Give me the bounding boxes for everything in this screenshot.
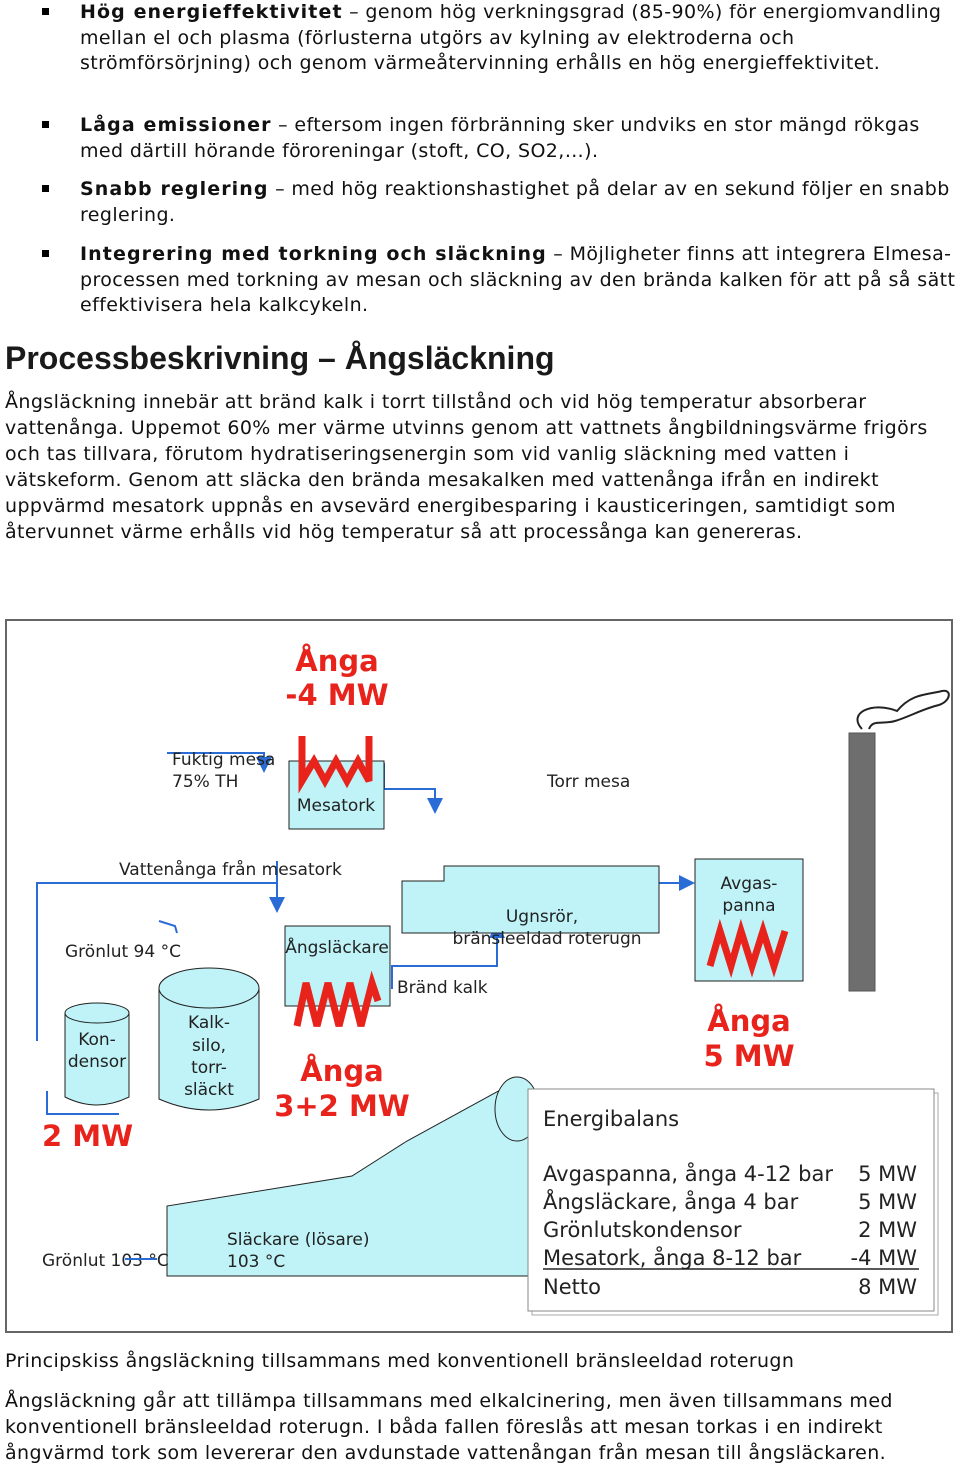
section-heading: Processbeskrivning – Ångsläckning	[5, 340, 555, 376]
kondensor-label-2: densor	[68, 1052, 126, 1072]
energibalans-title: Energibalans	[543, 1107, 679, 1131]
slackare-label: Släckare (lösare)	[227, 1230, 369, 1250]
mesatork-steam-coil	[298, 736, 373, 794]
avgaspanna-label-2: panna	[722, 896, 775, 916]
energibalans-row-label: Avgaspanna, ånga 4-12 bar	[543, 1161, 833, 1186]
steam-label-2: Ånga	[300, 1054, 383, 1088]
angslackare-label: Ångsläckare	[285, 936, 389, 958]
brand-kalk-label: Bränd kalk	[397, 978, 488, 998]
avgaspanna-steam-coil	[706, 918, 789, 979]
bullet-text: – med hög reaktionshastighet på delar av…	[80, 178, 950, 226]
bullet-text: – genom hög verkningsgrad (85-90%) för e…	[80, 1, 942, 74]
energibalans-row-label: Netto	[543, 1275, 601, 1299]
bullet-bold: Integrering med torkning och släckning	[80, 243, 547, 265]
bullet-item-regulation: Snabb reglering – med hög reaktionshasti…	[42, 177, 960, 228]
kondensor-label: Kon-	[78, 1030, 116, 1050]
steam-value-condenser: 2 MW	[42, 1119, 133, 1153]
bullet-marker	[42, 121, 49, 128]
energibalans-row-value: 5 MW	[858, 1190, 917, 1214]
energibalans-row-label: Grönlutskondensor	[543, 1218, 742, 1242]
energibalans-row-label: Mesatork, ånga 8-12 bar	[543, 1245, 802, 1270]
energibalans-box	[527, 1088, 935, 1312]
kalksilo-top	[158, 967, 260, 1009]
ugnsror-label-2: bränsleeldad roterugn	[452, 929, 641, 949]
angslackare-steam-coil	[293, 970, 382, 1027]
bullet-bold: Snabb reglering	[80, 178, 269, 200]
steam-label-1: Ånga	[295, 644, 378, 678]
paragraph-intro: Ångsläckning innebär att bränd kalk i to…	[5, 391, 928, 543]
kalksilo-label-1: Kalk-	[188, 1013, 230, 1033]
energibalans-row-value: 5 MW	[858, 1162, 917, 1186]
bullet-marker	[42, 250, 49, 257]
energibalans-row-value: 8 MW	[858, 1275, 917, 1299]
bullet-item-energy: Hög energieffektivitet – genom hög verkn…	[42, 0, 960, 77]
kondensor-cylinder	[64, 1013, 130, 1106]
bullet-marker	[42, 8, 49, 15]
ugnsror-label: Ugnsrör,	[506, 907, 578, 927]
fuktig-mesa-th: 75% TH	[172, 772, 238, 792]
avgaspanna-label: Avgas-	[721, 874, 778, 894]
kalksilo-label-4: släckt	[184, 1080, 234, 1100]
energibalans-panel: Energibalans Avgaspanna, ånga 4-12 bar 5…	[527, 1088, 939, 1316]
steam-value-3: 5 MW	[703, 1039, 794, 1073]
gronlut-103-label: Grönlut 103 °C	[42, 1251, 169, 1271]
kalksilo-label-2: silo,	[192, 1036, 226, 1056]
bullet-bold: Hög energieffektivitet	[80, 1, 343, 23]
energibalans-row-value: -4 MW	[851, 1246, 918, 1270]
gronlut-94-label: Grönlut 94 °C	[65, 942, 181, 962]
process-diagram: Mesatork Ånga -4 MW Fuktig mesa 75% TH T…	[5, 619, 953, 1333]
bullet-item-emissions: Låga emissioner – eftersom ingen förbrän…	[42, 113, 960, 164]
condenser-steam-hint	[34, 1041, 40, 1141]
rotary-kiln	[401, 865, 660, 934]
process-diagram-svg: Mesatork Ånga -4 MW Fuktig mesa 75% TH T…	[34, 644, 950, 1316]
vattenanga-label: Vattenånga från mesatork	[119, 859, 342, 880]
steam-value-1: -4 MW	[285, 678, 388, 712]
flow-lines	[36, 752, 695, 1115]
steam-value-2: 3+2 MW	[274, 1089, 410, 1123]
bullet-text: – eftersom ingen förbränning sker undvik…	[80, 114, 920, 162]
mesatork-label: Mesatork	[297, 796, 375, 816]
figure-caption: Principskiss ångsläckning tillsammans me…	[5, 1350, 795, 1372]
energibalans-row-value: 2 MW	[858, 1218, 917, 1242]
bullet-bold: Låga emissioner	[80, 114, 272, 136]
smoke-plume	[856, 689, 950, 730]
bullet-marker	[42, 185, 49, 192]
kondensor-top	[64, 1002, 130, 1024]
energibalans-row-label: Ångsläckare, ånga 4 bar	[543, 1188, 799, 1214]
torr-mesa-label: Torr mesa	[546, 772, 630, 792]
bullet-item-integration: Integrering med torkning och släckning –…	[42, 242, 960, 319]
chimney-stack	[848, 732, 876, 992]
paragraph-outro: Ångsläckning går att tillämpa tillsamman…	[5, 1390, 893, 1464]
slackare-temp: 103 °C	[227, 1252, 285, 1272]
steam-label-3: Ånga	[707, 1004, 790, 1038]
kalksilo-label-3: torr-	[191, 1058, 227, 1078]
kalksilo-cylinder	[158, 988, 260, 1111]
fuktig-mesa-label: Fuktig mesa	[172, 750, 275, 770]
bullet-text: – Möjligheter finns att integrera Elmesa…	[80, 243, 956, 316]
